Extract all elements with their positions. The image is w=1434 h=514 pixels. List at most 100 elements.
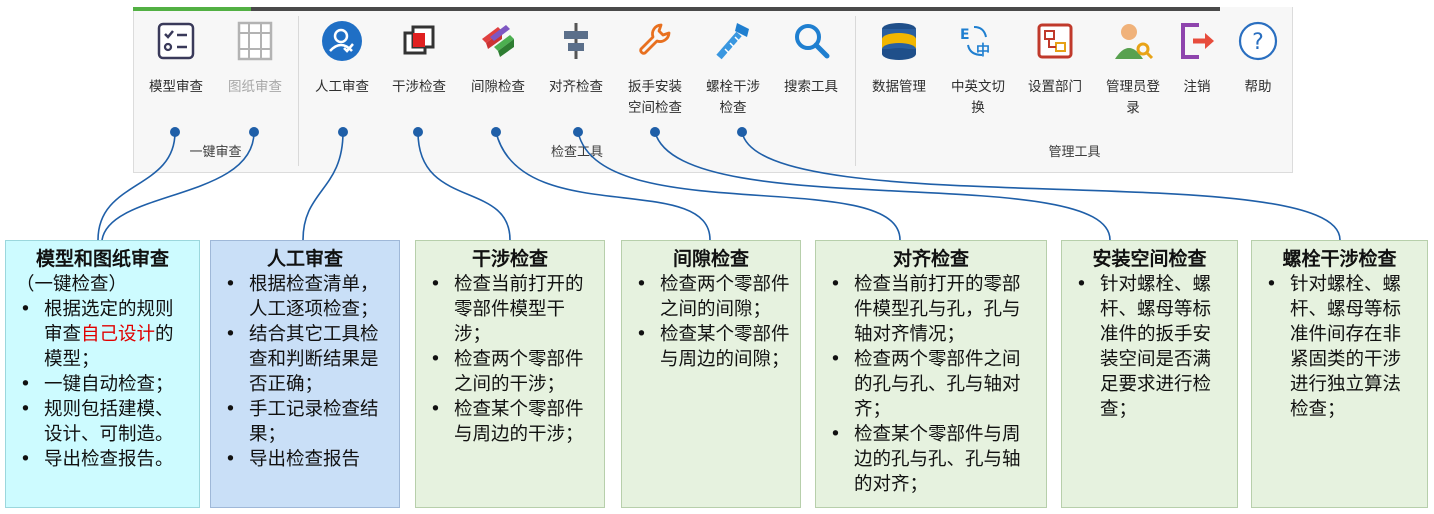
department-icon xyxy=(1037,23,1073,59)
model-review-button[interactable]: 模型审查 xyxy=(137,11,215,98)
model-drawing-review-box: 模型和图纸审查 （一键检查） 根据选定的规则审查自己设计的模型； 一键自动检查；… xyxy=(5,240,200,508)
box-title: 安装空间检查 xyxy=(1092,248,1207,270)
item-text: 的模型； xyxy=(44,324,174,370)
box-title: 间隙检查 xyxy=(672,248,749,270)
data-management-button[interactable]: 数据管理 xyxy=(860,11,938,98)
admin-login-label: 管理员登 录 xyxy=(1106,79,1160,116)
interference-check-button[interactable]: 干涉检查 xyxy=(380,11,458,98)
box-title: 人工审查 xyxy=(266,248,343,270)
drawing-review-button[interactable]: 图纸审查 xyxy=(216,11,294,98)
wrench-space-check-label: 扳手安装 空间检查 xyxy=(628,79,682,116)
set-department-label: 设置部门 xyxy=(1028,79,1082,95)
item-text: 根据选定的规则审查 xyxy=(44,299,174,345)
search-icon xyxy=(795,24,830,59)
group-label-one-click: 一键审查 xyxy=(189,145,242,160)
box-title: 模型和图纸审查 xyxy=(35,248,169,270)
search-tool-label: 搜索工具 xyxy=(784,79,838,95)
install-space-check-box: 安装空间检查 针对螺栓、螺杆、螺母等标准件的扳手安装空间是否满足要求进行检查； xyxy=(1061,240,1238,508)
box-list: 根据选定的规则审查自己设计的模型； 一键自动检查； 规则包括建模、设计、可制造。… xyxy=(16,297,189,472)
box-subtitle: （一键检查） xyxy=(16,274,128,295)
overlap-squares-icon xyxy=(403,25,435,55)
group-label-check-tools: 检查工具 xyxy=(550,145,603,160)
box-list: 针对螺栓、螺杆、螺母等标准件间存在非紧固类的干涉进行独立算法检查； xyxy=(1262,272,1417,422)
logout-label: 注销 xyxy=(1183,79,1211,95)
list-item: 根据选定的规则审查自己设计的模型； xyxy=(20,297,189,372)
svg-text:中: 中 xyxy=(976,42,990,59)
box-list: 检查当前打开的零部件模型孔与孔，孔与轴对齐情况； 检查两个零部件之间的孔与孔、孔… xyxy=(826,272,1036,497)
list-item: 一键自动检查； xyxy=(20,372,189,397)
ribbon-top-border xyxy=(133,7,1220,11)
help-question-icon: ? xyxy=(1238,21,1278,61)
bolt-interference-check-box: 螺栓干涉检查 针对螺栓、螺杆、螺母等标准件间存在非紧固类的干涉进行独立算法检查； xyxy=(1251,240,1428,508)
language-switch-label: 中英文切 换 xyxy=(951,79,1005,116)
list-item: 检查两个零部件之间的间隙； xyxy=(636,272,790,322)
manual-review-box: 人工审查 根据检查清单，人工逐项检查； 结合其它工具检查和判断结果是否正确； 手… xyxy=(210,240,400,508)
search-tool-button[interactable]: 搜索工具 xyxy=(772,11,850,98)
box-list: 针对螺栓、螺杆、螺母等标准件的扳手安装空间是否满足要求进行检查； xyxy=(1072,272,1227,422)
list-item: 针对螺栓、螺杆、螺母等标准件的扳手安装空间是否满足要求进行检查； xyxy=(1076,272,1227,422)
alignment-check-button[interactable]: 对齐检查 xyxy=(537,11,615,98)
alignment-check-box: 对齐检查 检查当前打开的零部件模型孔与孔，孔与轴对齐情况； 检查两个零部件之间的… xyxy=(815,240,1047,508)
alignment-check-label: 对齐检查 xyxy=(549,79,603,95)
box-title: 螺栓干涉检查 xyxy=(1282,248,1397,270)
list-item: 检查当前打开的零部件模型干涉； xyxy=(430,272,594,347)
box-list: 根据检查清单，人工逐项检查； 结合其它工具检查和判断结果是否正确； 手工记录检查… xyxy=(221,272,389,472)
ribbon-separator xyxy=(855,16,856,166)
list-item: 检查两个零部件之间的孔与孔、孔与轴对齐； xyxy=(830,347,1036,422)
interference-check-label: 干涉检查 xyxy=(392,79,446,95)
data-management-label: 数据管理 xyxy=(872,79,926,95)
group-management-tools: 数据管理 E 中 中英文切 换 设置部门 管理员登 录 xyxy=(856,11,1293,166)
clearance-check-label: 间隙检查 xyxy=(471,79,525,95)
help-button[interactable]: ? 帮助 xyxy=(1223,11,1293,98)
language-switch-icon: E 中 xyxy=(960,26,990,59)
ribbon-separator xyxy=(298,16,299,166)
drawing-frame-icon xyxy=(237,21,273,61)
clearance-check-button[interactable]: 间隙检查 xyxy=(459,11,537,98)
list-item: 检查某个零部件与周边的孔与孔、孔与轴的对齐； xyxy=(830,422,1036,497)
manual-review-button[interactable]: 人工审查 xyxy=(303,11,381,98)
group-one-click-review: 模型审查 图纸审查 一键审查 xyxy=(133,11,298,166)
help-label: 帮助 xyxy=(1244,79,1272,95)
group-check-tools: 人工审查 干涉检查 间隙检查 对齐检查 扳手安装 空间检查 xyxy=(299,11,855,166)
list-item: 手工记录检查结果； xyxy=(225,397,389,447)
logout-button[interactable]: 注销 xyxy=(1162,11,1232,98)
box-list: 检查两个零部件之间的间隙； 检查某个零部件与周边的间隙； xyxy=(632,272,790,372)
list-item: 规则包括建模、设计、可制造。 xyxy=(20,397,189,447)
clearance-blocks-icon xyxy=(482,25,514,57)
list-item: 检查某个零部件与周边的间隙； xyxy=(636,322,790,372)
user-review-icon xyxy=(322,21,362,61)
admin-login-button[interactable]: 管理员登 录 xyxy=(1094,11,1172,119)
interference-check-box: 干涉检查 检查当前打开的零部件模型干涉； 检查两个零部件之间的干涉； 检查某个零… xyxy=(415,240,605,508)
list-item: 检查当前打开的零部件模型孔与孔，孔与轴对齐情况； xyxy=(830,272,1036,347)
list-item: 结合其它工具检查和判断结果是否正确； xyxy=(225,322,389,397)
highlight-text: 自己设计 xyxy=(81,324,156,345)
svg-text:E: E xyxy=(960,27,970,43)
list-item: 导出检查报告。 xyxy=(20,447,189,472)
database-icon xyxy=(882,23,916,60)
language-switch-button[interactable]: E 中 中英文切 换 xyxy=(939,11,1017,119)
logout-icon xyxy=(1181,23,1214,59)
group-label-management: 管理工具 xyxy=(1048,145,1101,160)
list-item: 导出检查报告 xyxy=(225,447,389,472)
checklist-icon xyxy=(157,22,195,60)
box-title: 对齐检查 xyxy=(892,248,969,270)
clearance-check-box: 间隙检查 检查两个零部件之间的间隙； 检查某个零部件与周边的间隙； xyxy=(621,240,801,508)
list-item: 根据检查清单，人工逐项检查； xyxy=(225,272,389,322)
svg-text:?: ? xyxy=(1252,30,1264,55)
list-item: 检查某个零部件与周边的干涉； xyxy=(430,397,594,447)
wrench-icon xyxy=(639,23,671,55)
box-title: 干涉检查 xyxy=(471,248,548,270)
bolt-icon xyxy=(716,23,749,60)
bolt-interference-check-label: 螺栓干涉 检查 xyxy=(706,79,760,116)
manual-review-label: 人工审查 xyxy=(315,79,369,95)
list-item: 检查两个零部件之间的干涉； xyxy=(430,347,594,397)
ribbon-active-tab-accent xyxy=(133,7,251,11)
bolt-interference-check-button[interactable]: 螺栓干涉 检查 xyxy=(694,11,772,119)
list-item: 针对螺栓、螺杆、螺母等标准件间存在非紧固类的干涉进行独立算法检查； xyxy=(1266,272,1417,422)
wrench-space-check-button[interactable]: 扳手安装 空间检查 xyxy=(616,11,694,119)
box-list: 检查当前打开的零部件模型干涉； 检查两个零部件之间的干涉； 检查某个零部件与周边… xyxy=(426,272,594,447)
drawing-review-label: 图纸审查 xyxy=(228,79,282,95)
set-department-button[interactable]: 设置部门 xyxy=(1016,11,1094,98)
align-center-icon xyxy=(564,23,588,59)
model-review-label: 模型审查 xyxy=(149,79,203,95)
